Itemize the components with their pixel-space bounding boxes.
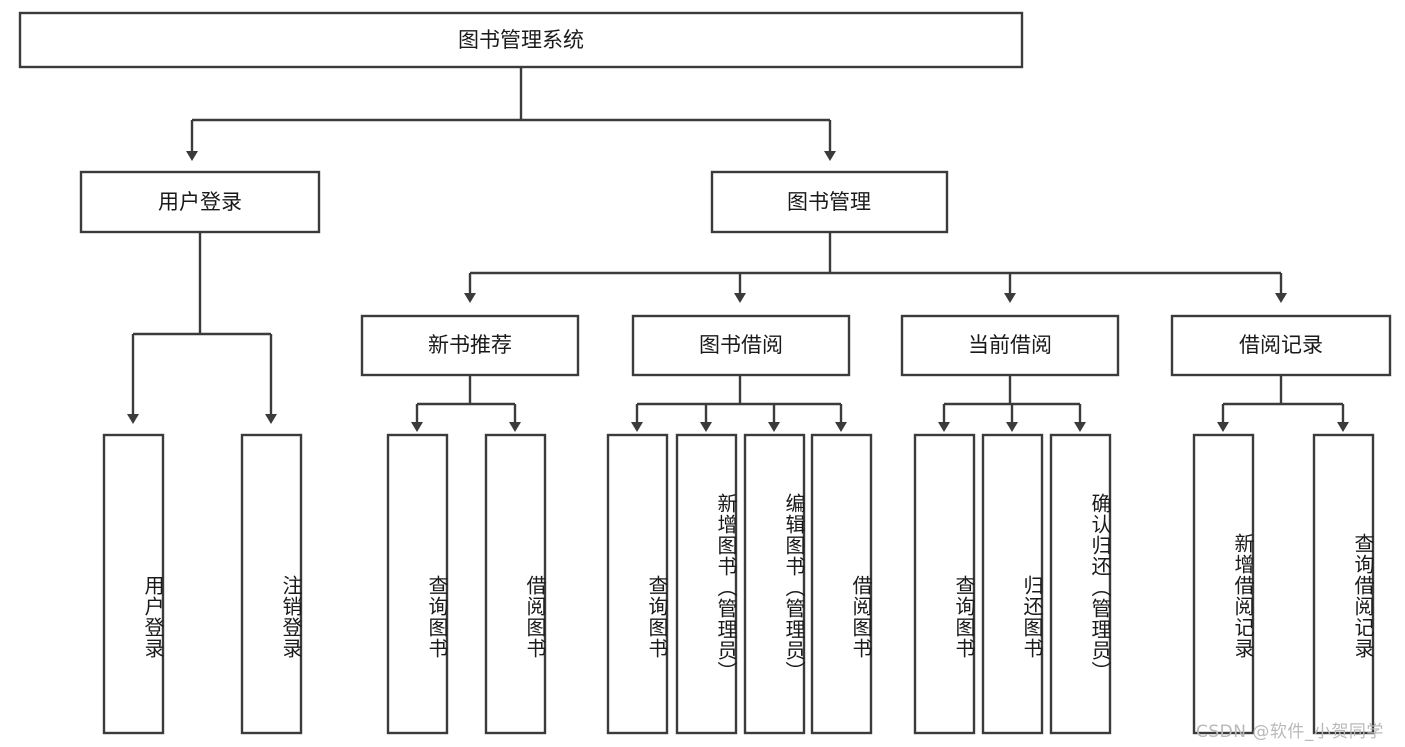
connectors-bookborrow-to-leaves — [631, 375, 847, 432]
leaf-box-user-login[interactable] — [102, 433, 165, 735]
node-root[interactable]: 图书管理系统 — [18, 11, 1024, 69]
node-borrow-record[interactable]: 借阅记录 — [1170, 314, 1392, 377]
node-borrow-record-label: 借阅记录 — [1239, 333, 1323, 357]
leaf-box-borrow-book-2[interactable] — [810, 433, 873, 735]
node-user-login[interactable]: 用户登录 — [79, 170, 321, 234]
csdn-watermark: CSDN @软件_小贺同学 — [1196, 722, 1384, 742]
node-book-manage[interactable]: 图书管理 — [710, 170, 949, 234]
node-root-label: 图书管理系统 — [458, 28, 584, 52]
leaf-box-query-book-1[interactable] — [386, 433, 449, 735]
leaf-box-add-record[interactable] — [1192, 433, 1255, 735]
connectors-newbookrec-to-leaves — [411, 375, 521, 432]
leaf-box-add-book[interactable] — [675, 433, 738, 735]
node-book-manage-label: 图书管理 — [787, 190, 871, 214]
node-current-borrow-label: 当前借阅 — [968, 333, 1052, 357]
node-new-book-rec[interactable]: 新书推荐 — [360, 314, 580, 377]
leaf-box-logout[interactable] — [240, 433, 303, 735]
connectors-currentborrow-to-leaves — [938, 375, 1086, 432]
leaf-box-confirm-return[interactable] — [1049, 433, 1112, 735]
node-book-borrow-label: 图书借阅 — [699, 333, 783, 357]
leaf-boxes — [102, 433, 1375, 735]
node-user-login-label: 用户登录 — [158, 190, 242, 214]
node-book-borrow[interactable]: 图书借阅 — [631, 314, 851, 377]
node-current-borrow[interactable]: 当前借阅 — [900, 314, 1120, 377]
connectors-borrowrecord-to-leaves — [1217, 375, 1349, 432]
connectors-userlogin-to-leaves — [127, 232, 277, 424]
connectors-bookmanage-to-level2 — [464, 232, 1287, 303]
leaf-box-return-book[interactable] — [981, 433, 1044, 735]
connectors-root-to-level1 — [186, 67, 836, 161]
leaf-box-edit-book[interactable] — [743, 433, 806, 735]
leaf-box-query-book-2[interactable] — [606, 433, 669, 735]
leaf-box-query-book-3[interactable] — [913, 433, 976, 735]
leaf-box-borrow-book-1[interactable] — [484, 433, 547, 735]
node-new-book-rec-label: 新书推荐 — [428, 333, 512, 357]
leaf-box-query-record[interactable] — [1312, 433, 1375, 735]
